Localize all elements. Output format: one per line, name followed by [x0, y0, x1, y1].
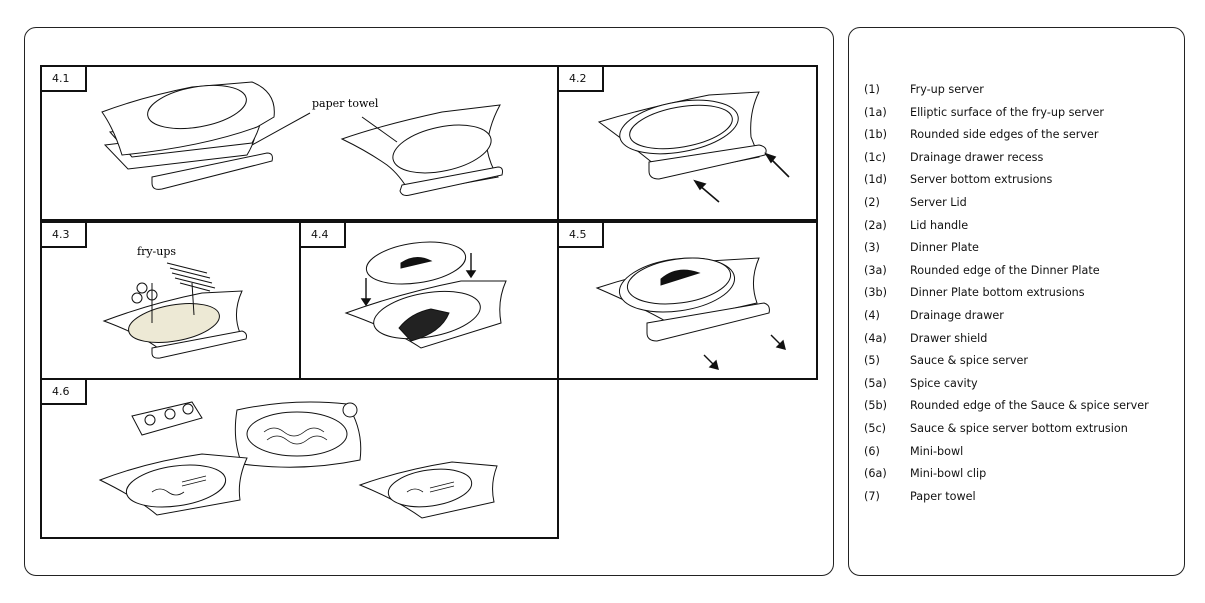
- legend-item: (6) Mini-bowl: [864, 444, 1149, 467]
- legend-code: (4a): [864, 331, 887, 345]
- panel-4-3-drawing: fry-ups: [102, 245, 247, 359]
- legend-text: Rounded edge of the Dinner Plate: [910, 263, 1100, 277]
- panel-4-3: fry-ups 4.3: [40, 221, 301, 380]
- legend-code: (1b): [864, 128, 887, 142]
- legend-item: (5c) Sauce & spice server bottom extrusio…: [864, 421, 1149, 444]
- panel-4-1: paper towel 4.1: [40, 65, 559, 221]
- legend-code: (5): [864, 354, 880, 368]
- legend-text: Server Lid: [910, 195, 967, 209]
- legend-text: Mini-bowl clip: [910, 467, 987, 481]
- legend-code: (4): [864, 308, 880, 322]
- legend-item: (1c) Drainage drawer recess: [864, 150, 1149, 173]
- legend-text: Dinner Plate: [910, 241, 979, 255]
- legend-code: (1a): [864, 105, 887, 119]
- legend-text: Mini-bowl: [910, 444, 964, 458]
- legend-item: (5) Sauce & spice server: [864, 353, 1149, 376]
- legend-item: (1) Fry-up server: [864, 82, 1149, 105]
- legend-code: (1c): [864, 150, 886, 164]
- legend-text: Drainage drawer: [910, 308, 1004, 322]
- legend-item: (2) Server Lid: [864, 195, 1149, 218]
- legend-code: (3): [864, 241, 880, 255]
- legend-text: Drawer shield: [910, 331, 988, 345]
- legend-text: Lid handle: [910, 218, 969, 232]
- legend-item: (4) Drainage drawer: [864, 308, 1149, 331]
- legend-text: Dinner Plate bottom extrusions: [910, 286, 1085, 300]
- legend-text: Rounded side edges of the server: [910, 128, 1099, 142]
- panel-4-5: 4.5: [557, 221, 818, 380]
- legend-item: (1a) Elliptic surface of the fry-up serve…: [864, 105, 1149, 128]
- legend-code: (1d): [864, 173, 887, 187]
- legend-item: (3) Dinner Plate: [864, 240, 1149, 263]
- panel-4-4-drawing: [344, 241, 507, 349]
- legend-code: (3a): [864, 263, 887, 277]
- legend-text: Paper towel: [910, 489, 976, 503]
- legend-item: (7) Paper towel: [864, 489, 1149, 512]
- legend-code: (1): [864, 83, 880, 96]
- legend-code: (5b): [864, 399, 887, 413]
- paper-towel-callout: paper towel: [312, 97, 379, 110]
- panel-tag: 4.5: [557, 221, 604, 248]
- panel-4-4: 4.4: [299, 221, 559, 380]
- legend-item: (1d) Server bottom extrusions: [864, 172, 1149, 195]
- legend-text: Spice cavity: [910, 376, 978, 390]
- legend-code: (5a): [864, 376, 887, 390]
- panel-tag: 4.1: [40, 65, 87, 92]
- legend-frame: [848, 27, 1185, 576]
- legend-item: (1b) Rounded side edges of the server: [864, 127, 1149, 150]
- panel-4-2-drawing: [597, 91, 790, 203]
- panel-tag: 4.2: [557, 65, 604, 92]
- legend-code: (5c): [864, 421, 886, 435]
- legend-code: (2a): [864, 218, 887, 232]
- legend-item: (5a) Spice cavity: [864, 376, 1149, 399]
- panel-4-2: 4.2: [557, 65, 818, 221]
- legend-code: (3b): [864, 286, 887, 300]
- legend-text: Drainage drawer recess: [910, 150, 1044, 164]
- panel-tag: 4.3: [40, 221, 87, 248]
- legend-text: Fry-up server: [910, 83, 984, 96]
- legend-list: (1) Fry-up server (1a) Elliptic surface of …: [864, 82, 1149, 511]
- panel-4-1-drawing: paper towel: [101, 81, 503, 196]
- legend-text: Sauce & spice server bottom extrusion: [910, 421, 1128, 435]
- panel-4-6: 4.6: [40, 378, 559, 539]
- fry-ups-callout: fry-ups: [137, 245, 176, 258]
- legend-item: (5b) Rounded edge of the Sauce & spice se…: [864, 398, 1149, 421]
- legend-code: (7): [864, 489, 880, 503]
- legend-text: Sauce & spice server: [910, 354, 1028, 368]
- legend-code: (2): [864, 195, 880, 209]
- panel-tag: 4.6: [40, 378, 87, 405]
- legend-text: Rounded edge of the Sauce & spice server: [910, 399, 1149, 413]
- legend-item: (2a) Lid handle: [864, 218, 1149, 241]
- legend-text: Server bottom extrusions: [910, 173, 1053, 187]
- legend-code: (6): [864, 444, 880, 458]
- legend-item: (6a) Mini-bowl clip: [864, 466, 1149, 489]
- panel-tag: 4.4: [299, 221, 346, 248]
- legend-code: (6a): [864, 467, 887, 481]
- legend-item: (3b) Dinner Plate bottom extrusions: [864, 285, 1149, 308]
- legend-item: (3a) Rounded edge of the Dinner Plate: [864, 263, 1149, 286]
- legend-item: (4a) Drawer shield: [864, 331, 1149, 354]
- legend-text: Elliptic surface of the fry-up server: [910, 105, 1105, 119]
- panel-4-5-drawing: [595, 257, 786, 370]
- panel-4-6-drawing: [98, 401, 498, 519]
